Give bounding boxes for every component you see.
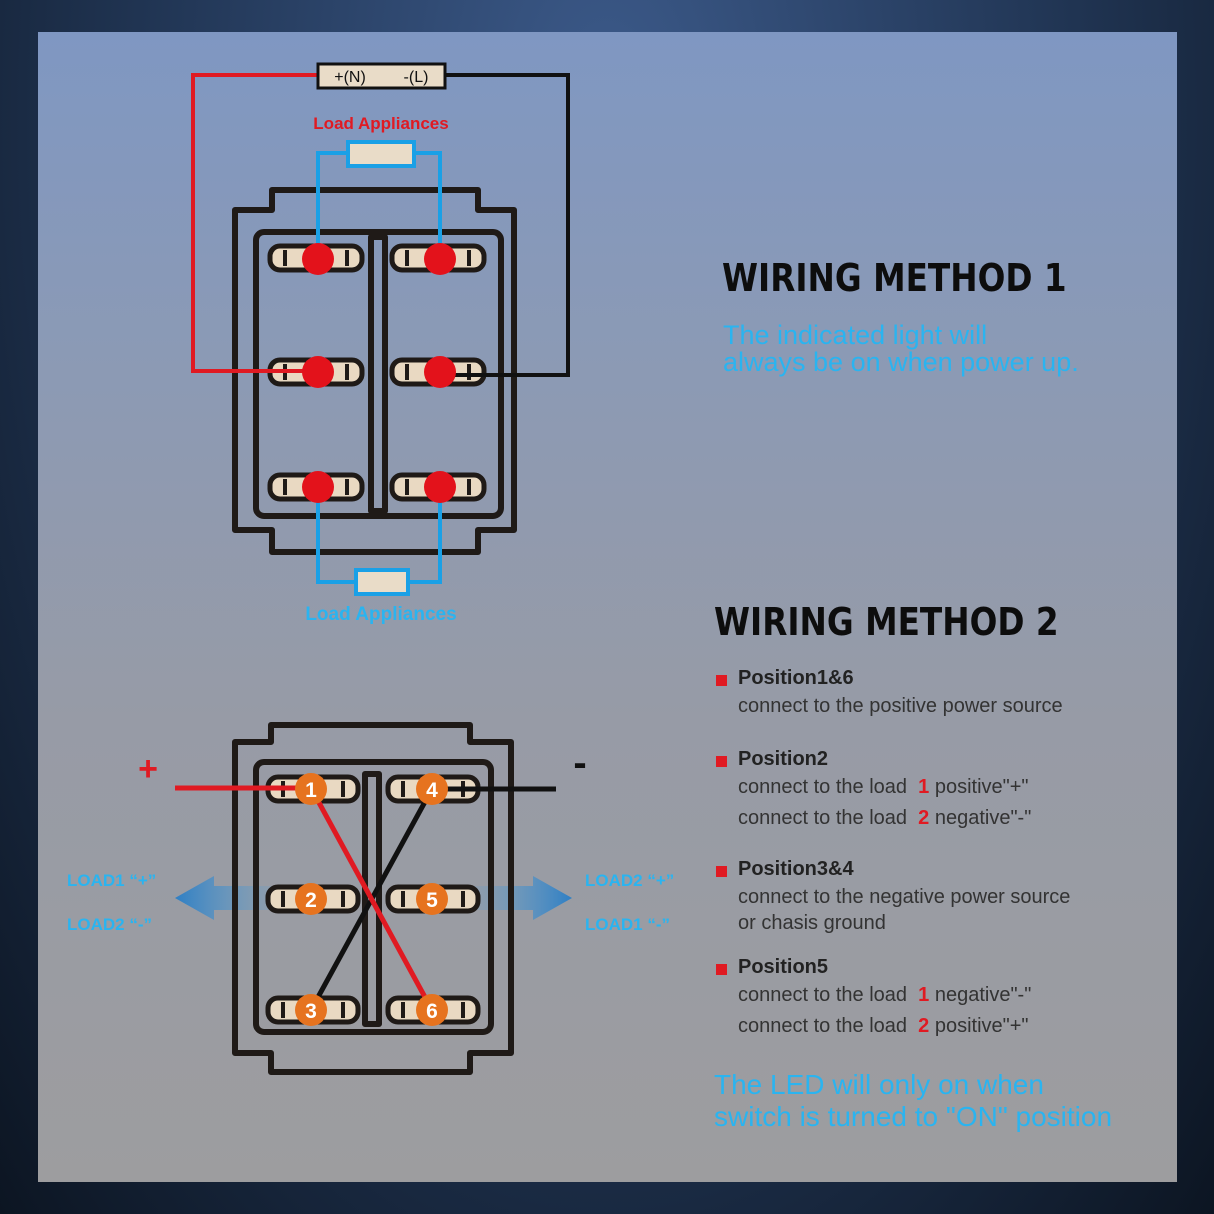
right-load2-label: LOAD2 “+” [585, 871, 674, 890]
method1-load-top-label: Load Appliances [313, 114, 448, 133]
method1-note-line2: always be on when power up. [723, 347, 1079, 377]
method1-blue-wire-bottom [316, 488, 442, 584]
position-line: connect to the positive power source [738, 695, 1063, 717]
terminal-3-label: 3 [305, 1000, 317, 1023]
position-title: Position3&4 [738, 858, 854, 880]
method2-switch-body [232, 722, 514, 1075]
method1-source-minus: -(L) [404, 69, 429, 86]
method1-diagram: +(N) -(L) Load Appliances Load Appliance… [191, 62, 570, 625]
right-load1-label: LOAD1 “-” [585, 915, 670, 934]
method1-note-line1: The indicated light will [723, 320, 988, 350]
led-note-line2: switch is turned to "ON" position [714, 1101, 1113, 1132]
method1-power-source [316, 62, 447, 90]
bullet-icon [716, 964, 727, 975]
led-note-line1: The LED will only on when [714, 1069, 1044, 1100]
method1-connection-dots [302, 243, 456, 503]
position-line: connect to the load 2 negative"-" [738, 807, 1032, 829]
left-load1-label: LOAD1 “+” [67, 871, 156, 890]
method2-title: WIRING METHOD 2 [714, 600, 1059, 644]
minus-sign: - [573, 741, 586, 785]
method1-red-wire [191, 73, 318, 373]
method1-black-wire [440, 73, 570, 377]
method1-blue-wire-top [316, 151, 348, 259]
method1-load-bottom-label: Load Appliances [305, 604, 456, 625]
terminal-4-label: 4 [426, 779, 438, 802]
method2-diagram: 1 2 3 4 5 6 + - LOAD1 “+” LOAD2 “-” LOAD… [67, 722, 674, 1075]
position-title: Position2 [738, 748, 829, 770]
bullet-icon [716, 675, 727, 686]
position-line: or chasis ground [738, 912, 886, 934]
method2-red-cross-wire [308, 786, 435, 1012]
position-line: connect to the load 1 negative"-" [738, 984, 1032, 1006]
position-title: Position1&6 [738, 667, 854, 689]
position-line: connect to the load 2 positive"+" [738, 1015, 1029, 1037]
method2-terminal-dots [295, 773, 448, 1026]
method1-title: WIRING METHOD 1 [722, 256, 1067, 300]
content-panel [38, 32, 1177, 1182]
bullet-icon [716, 866, 727, 877]
position-line: connect to the negative power source [738, 886, 1071, 908]
left-load2-label: LOAD2 “-” [67, 915, 152, 934]
method1-load-bottom [354, 568, 410, 596]
position-line: connect to the load 1 positive"+" [738, 776, 1029, 798]
position-title: Position5 [738, 956, 829, 978]
method1-load-top [346, 140, 416, 168]
terminal-5-label: 5 [426, 889, 438, 912]
method1-switch-body [232, 187, 517, 555]
terminal-2-label: 2 [305, 889, 317, 912]
bullet-icon [716, 756, 727, 767]
method1-source-plus: +(N) [334, 69, 366, 86]
terminal-1-label: 1 [305, 779, 317, 802]
plus-sign: + [138, 750, 158, 788]
terminal-6-label: 6 [426, 1000, 438, 1023]
